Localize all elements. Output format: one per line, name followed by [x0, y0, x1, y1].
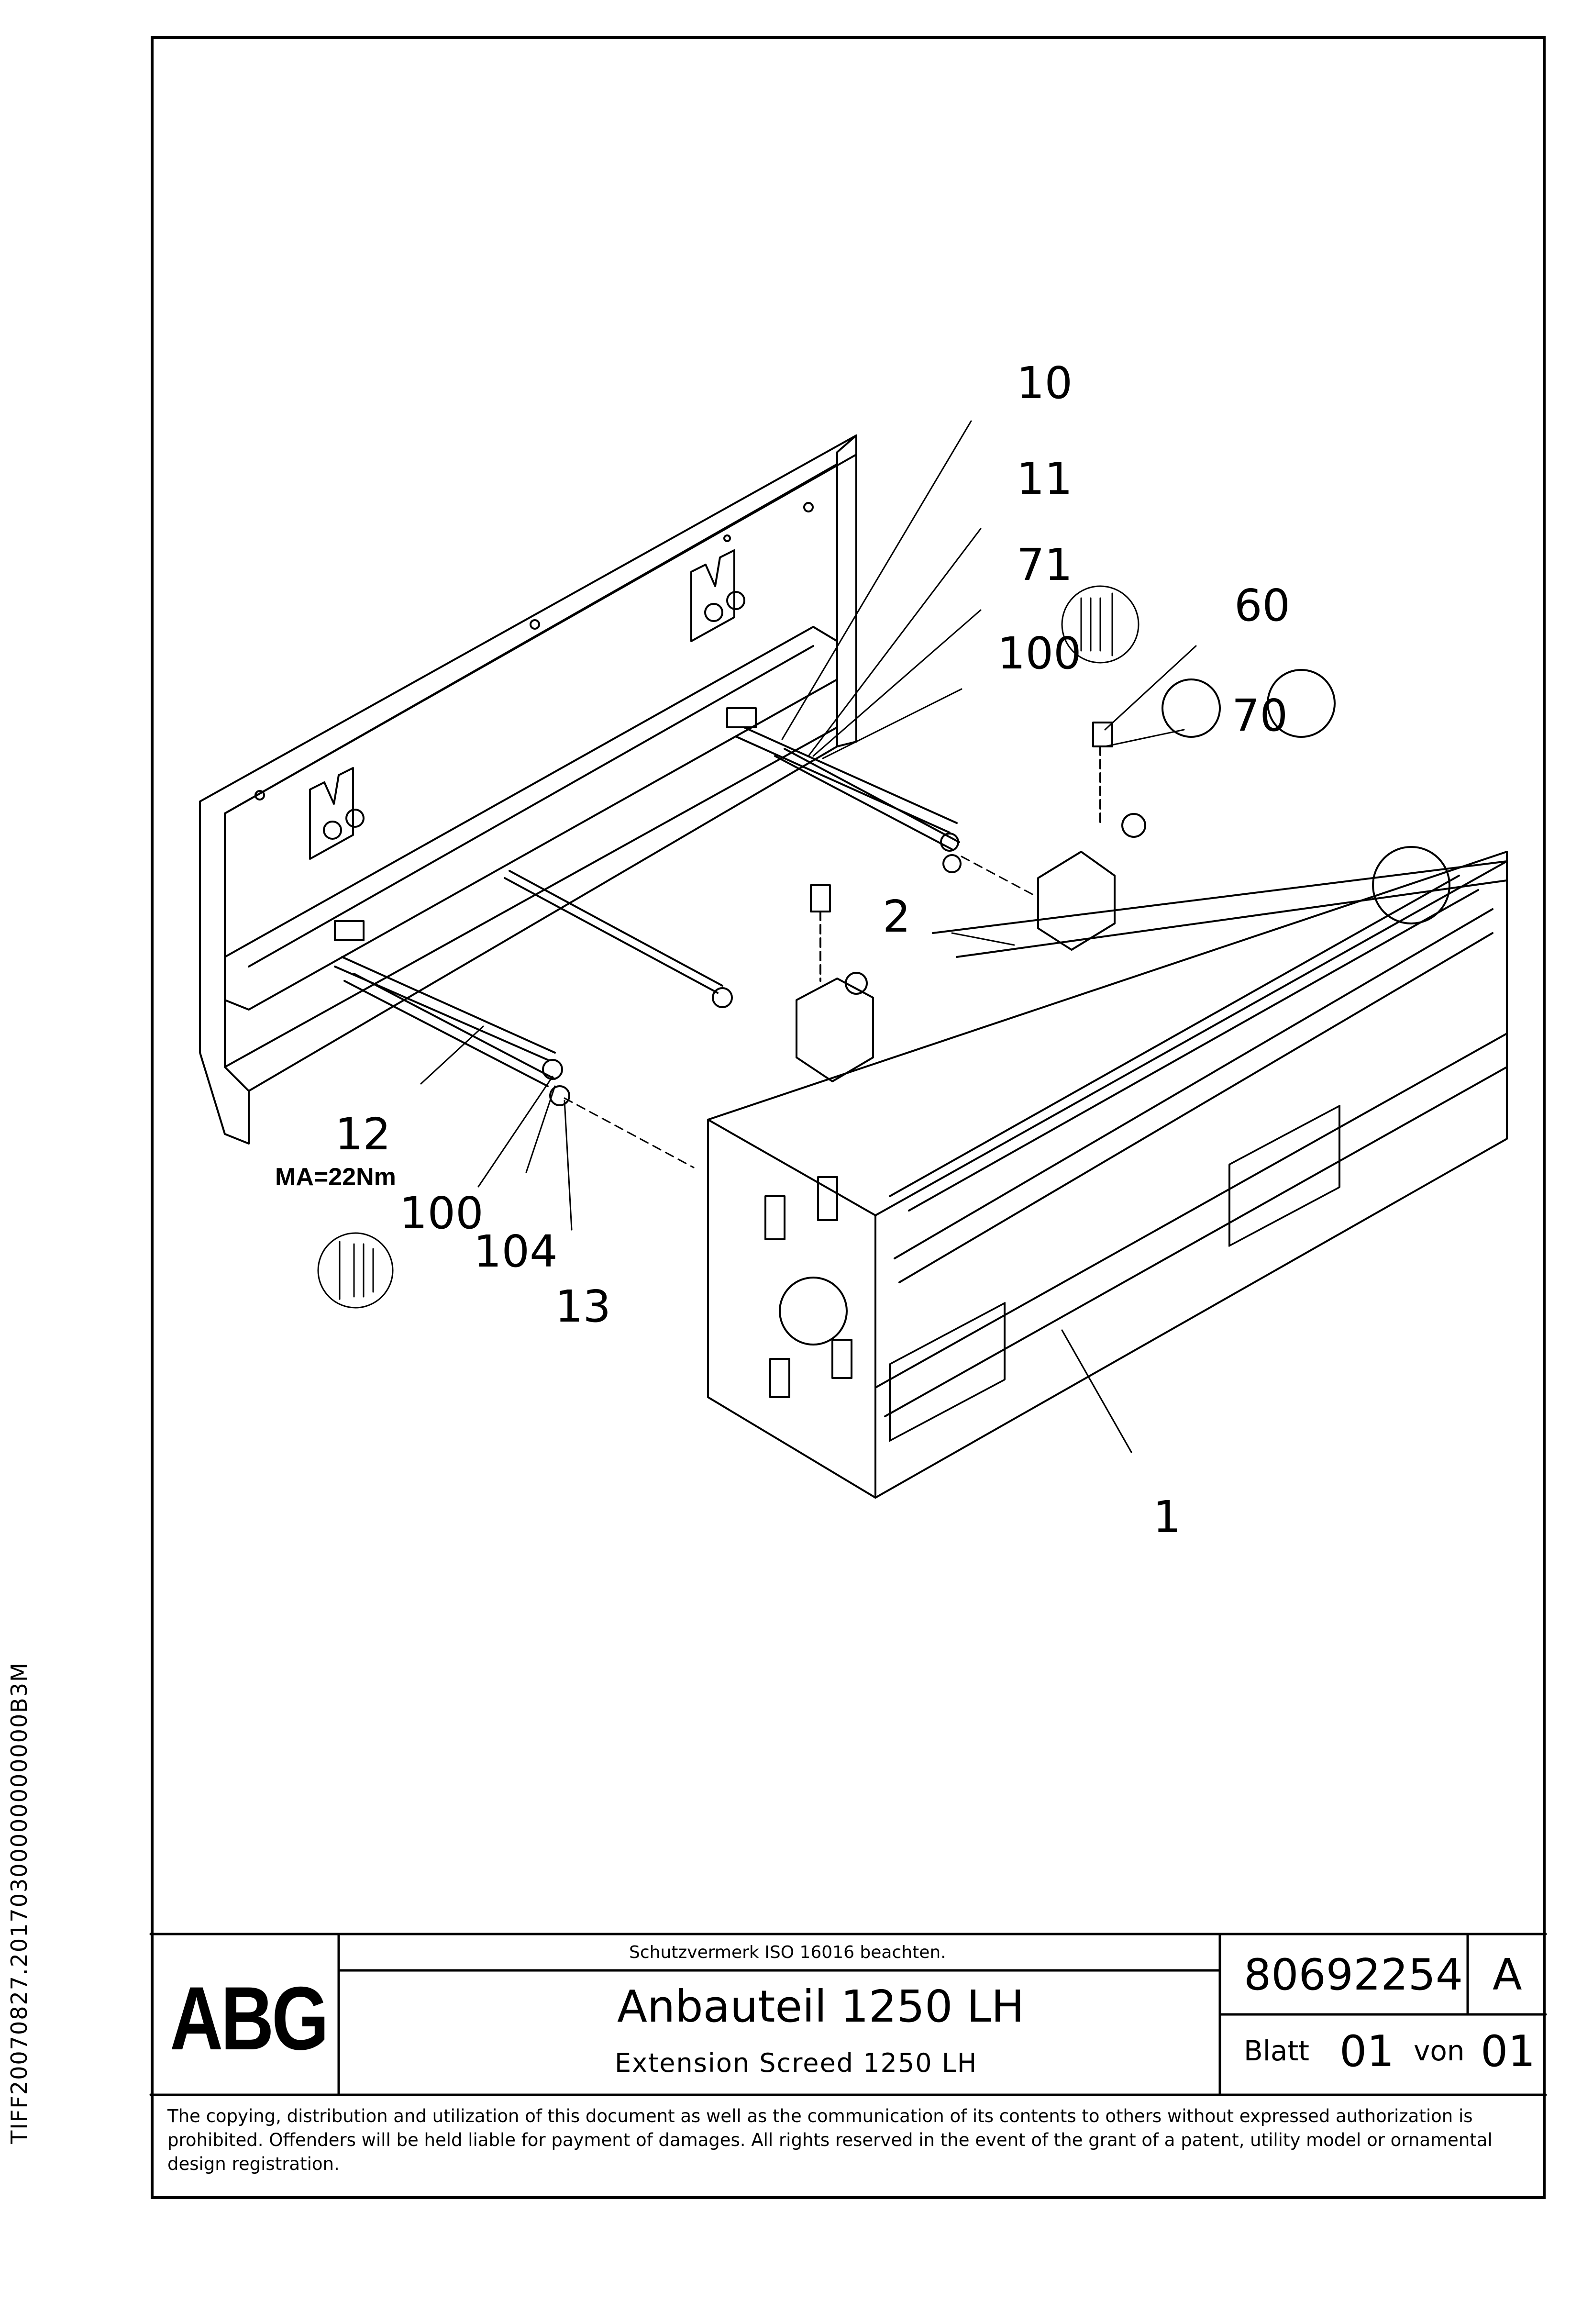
- callout-70: 70: [1232, 690, 1288, 741]
- callout-100-upper: 100: [997, 628, 1082, 679]
- protection-note: Schutzvermerk ISO 16016 beachten.: [629, 1943, 946, 1962]
- title-en: Extension Screed 1250 LH: [615, 2048, 978, 2078]
- callout-1: 1: [1153, 1491, 1181, 1543]
- callout-104: 104: [474, 1226, 558, 1277]
- revision: A: [1493, 1950, 1522, 2000]
- sheet-total: 01: [1481, 2026, 1536, 2077]
- assembly-lines: [564, 856, 1034, 1168]
- callout-2: 2: [883, 891, 911, 942]
- screed-frame: [707, 669, 1508, 1499]
- callout-11: 11: [1017, 453, 1073, 504]
- callout-10: 10: [1017, 357, 1073, 409]
- of-label: von: [1414, 2035, 1465, 2067]
- leader-lines: [420, 420, 1197, 1453]
- callout-12: 12: [335, 1109, 391, 1160]
- title-block-lines: [149, 1933, 1547, 2096]
- adhesive-symbol-upper: [1061, 585, 1139, 664]
- callout-71: 71: [1017, 539, 1073, 590]
- mounting-plate: [199, 434, 857, 1145]
- adhesive-symbol-lower: [317, 1232, 394, 1309]
- hydraulic-rods: [334, 726, 962, 1106]
- exploded-view-drawing: [149, 420, 1547, 2096]
- part-number: 80692254: [1244, 1950, 1463, 2000]
- disclaimer: The copying, distribution and utilizatio…: [167, 2106, 1493, 2174]
- callout-13: 13: [555, 1281, 611, 1332]
- callout-100-lower: 100: [399, 1188, 484, 1239]
- plate-hooks: [309, 549, 745, 860]
- callout-60: 60: [1234, 580, 1291, 631]
- title-de: Anbauteil 1250 LH: [617, 1981, 1025, 2032]
- sheet-number: 01: [1339, 2026, 1394, 2077]
- drawing-frame: [151, 36, 1546, 2199]
- abg-logo: ABG: [170, 1968, 329, 2068]
- torque-note: MA=22Nm: [275, 1163, 396, 1191]
- sheet-label: Blatt: [1244, 2035, 1309, 2067]
- valve-blocks: [796, 722, 1146, 1082]
- angle-rail: [224, 626, 838, 1011]
